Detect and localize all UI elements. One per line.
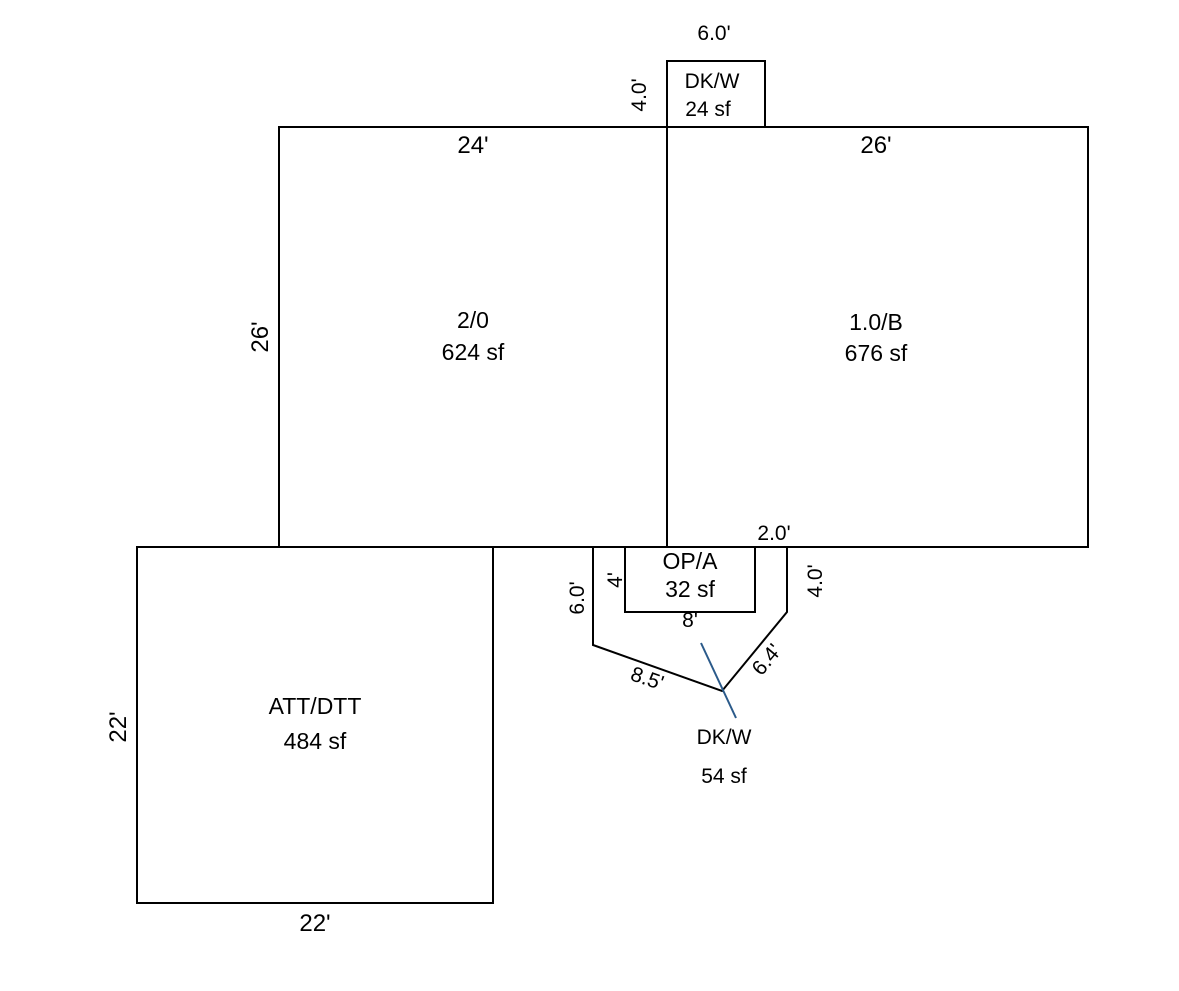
deck-bottom-area: 54 sf [701,765,747,788]
porch-area-value: 32 sf [665,576,715,602]
porch-area: OP/A 32 sf 4' 8' [604,546,756,632]
deck-top-area: 24 sf [685,98,731,121]
second-floor-name: 2/0 [457,307,489,333]
garage-area-value: 484 sf [284,728,347,754]
second-floor-area-value: 624 sf [442,339,505,365]
deck-bottom-name: DK/W [697,726,752,749]
second-floor-width-label: 24' [457,132,488,159]
deck-bottom-right-label: 4.0' [804,564,827,597]
garage-area: 22' 22' ATT/DTT 484 sf [105,546,494,937]
deck-top-width-label: 6.0' [697,22,730,45]
porch-outline [624,546,756,613]
deck-top: 6.0' 4.0' DK/W 24 sf [628,22,766,127]
second-floor-area: 24' 26' 2/0 624 sf [247,126,668,548]
first-floor-width-label: 26' [860,132,891,159]
deck-top-name: DK/W [685,70,740,93]
deck-bottom-left-label: 6.0' [566,581,589,614]
first-floor-name: 1.0/B [849,309,903,335]
deck-bottom-top-label: 2.0' [757,522,790,545]
porch-width-label: 8' [682,609,698,632]
first-floor-area: 26' 1.0/B 676 sf [666,126,1089,548]
second-floor-depth-label: 26' [247,321,274,352]
garage-width-label: 22' [299,910,330,937]
first-floor-area-value: 676 sf [845,340,908,366]
porch-name: OP/A [663,548,719,574]
deck-top-outline [666,60,766,127]
porch-depth-label: 4' [604,572,627,588]
garage-name: ATT/DTT [269,693,362,719]
deck-bottom-accent-line [700,642,737,719]
garage-depth-label: 22' [105,711,132,742]
deck-bottom-diag-left-label: 8.5' [628,663,667,696]
garage-outline [136,546,494,904]
deck-top-depth-label: 4.0' [628,78,651,111]
first-floor-outline [666,126,1089,548]
second-floor-outline [278,126,668,548]
deck-bottom-outline [592,547,788,693]
deck-bottom-diag-right-label: 6.4' [748,640,787,680]
